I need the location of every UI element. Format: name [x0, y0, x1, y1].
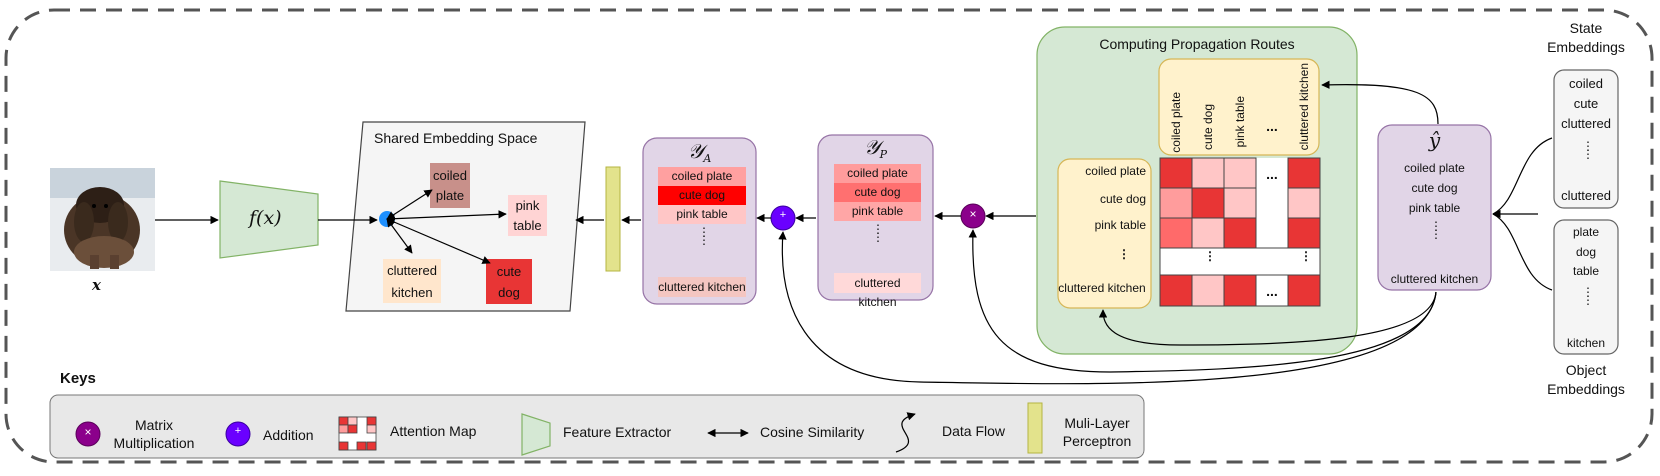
key-attention-map-label: Attention Map — [390, 423, 477, 439]
y-hat-title: ŷ — [1428, 128, 1441, 152]
word-pink-table: pink table — [513, 198, 542, 233]
object-item-2: dog — [1575, 245, 1597, 259]
y-a-title: 𝒴A — [687, 139, 712, 166]
state-last-item: cluttered — [1561, 188, 1611, 203]
y-hat-box — [1377, 124, 1492, 291]
key-feature-extractor-label: Feature Extractor — [563, 424, 672, 440]
routes-col-label-2: cute dog — [1201, 104, 1215, 151]
dog-photo — [50, 168, 155, 271]
shared-space-title: Shared Embedding Space — [374, 130, 538, 146]
key-add-icon — [225, 421, 251, 447]
object-item-1: plate — [1572, 225, 1600, 239]
key-mlp-icon — [1027, 402, 1043, 454]
object-embeddings-box — [1553, 219, 1619, 355]
y-hat-last-row: cluttered kitchen — [1390, 272, 1479, 286]
y-a-last-row: cluttered kitchen — [658, 280, 746, 294]
y-hat-row-2: cute dog — [1411, 181, 1458, 195]
key-feature-extractor-icon — [521, 413, 551, 456]
routes-col-label-3: pink table — [1233, 96, 1247, 148]
key-cosine-label: Cosine Similarity — [760, 424, 865, 440]
routes-row-label-4: cluttered kitchen — [1058, 281, 1146, 295]
routes-row-label-2: cute dog — [1099, 192, 1146, 206]
y-hat-dots: ⋮⋮ — [1430, 219, 1442, 241]
routes-col-dots: ... — [1266, 118, 1278, 134]
y-p-last-row: cluttered kitchen — [854, 276, 901, 309]
object-last-item: kitchen — [1566, 336, 1606, 350]
state-dots: ⋮⋮ — [1582, 139, 1594, 161]
state-item-2: cute — [1573, 96, 1599, 111]
word-cluttered-kitchen: cluttered kitchen — [387, 263, 437, 300]
y-a-dots: ⋮⋮ — [698, 225, 710, 247]
matrix-row-dots-1: ⋮ — [1204, 249, 1216, 263]
multiplication-symbol: × — [969, 207, 977, 221]
routes-column-labels-box — [1158, 58, 1320, 156]
key-add-symbol: + — [234, 425, 242, 437]
routes-title: Computing Propagation Routes — [1099, 36, 1295, 52]
word-coiled-plate: coiled plate — [433, 168, 467, 203]
attention-matrix — [1159, 157, 1321, 307]
routes-row-label-dots: ⋮ — [1118, 247, 1130, 261]
keys-title: Keys — [60, 370, 96, 387]
word-box-pink-table — [508, 195, 547, 236]
input-label: x — [92, 276, 101, 294]
keys-panel — [49, 394, 1145, 459]
mlp-bar — [605, 166, 621, 272]
y-p-title: 𝒴P — [863, 135, 888, 162]
object-dots: ⋮⋮ — [1582, 285, 1594, 307]
outer-boundary — [4, 8, 1654, 464]
y-a-row-2: cute dog — [678, 188, 726, 202]
matrix-col-dots-1: ... — [1266, 166, 1278, 182]
y-hat-row-1: coiled plate — [1404, 161, 1465, 175]
key-mul-symbol: × — [84, 425, 92, 439]
y-p-dots: ⋮⋮ — [872, 222, 884, 244]
key-addition-label: Addition — [263, 427, 314, 443]
key-attention-map-icon — [338, 416, 377, 451]
routes-row-label-3: pink table — [1094, 218, 1146, 232]
feature-extractor-shape — [219, 180, 319, 259]
y-p-row-1: coiled plate — [847, 166, 908, 180]
state-embeddings-box — [1553, 69, 1619, 209]
key-mul-icon — [75, 421, 101, 447]
key-data-flow-label: Data Flow — [942, 423, 1006, 439]
state-item-3: cluttered — [1561, 116, 1611, 131]
state-item-1: coiled — [1569, 76, 1603, 91]
addition-symbol: + — [779, 209, 787, 221]
routes-col-label-4: cluttered kitchen — [1297, 63, 1311, 151]
word-cute-dog: cute dog — [496, 264, 522, 300]
key-data-flow-icon — [895, 412, 916, 453]
routes-row-label-1: coiled plate — [1085, 164, 1146, 178]
routes-row-labels-box — [1057, 158, 1152, 309]
y-p-row-3: pink table — [851, 204, 904, 218]
y-p-row-2: cute dog — [854, 185, 901, 199]
flow-arrows — [155, 80, 1553, 385]
routes-col-label-1: coiled plate — [1169, 92, 1183, 153]
word-box-cluttered-kitchen — [383, 259, 441, 303]
word-box-coiled-plate — [430, 163, 470, 208]
y-hat-row-3: pink table — [1408, 201, 1461, 215]
object-item-3: table — [1572, 264, 1600, 278]
feature-extractor-label: f(x) — [249, 207, 282, 229]
y-a-row-3: pink table — [676, 207, 728, 221]
matrix-col-dots-2: ... — [1266, 283, 1278, 299]
y-a-row-1: coiled plate — [671, 169, 733, 183]
matrix-row-dots-2: ⋮ — [1300, 249, 1312, 263]
word-box-cute-dog — [486, 259, 532, 304]
